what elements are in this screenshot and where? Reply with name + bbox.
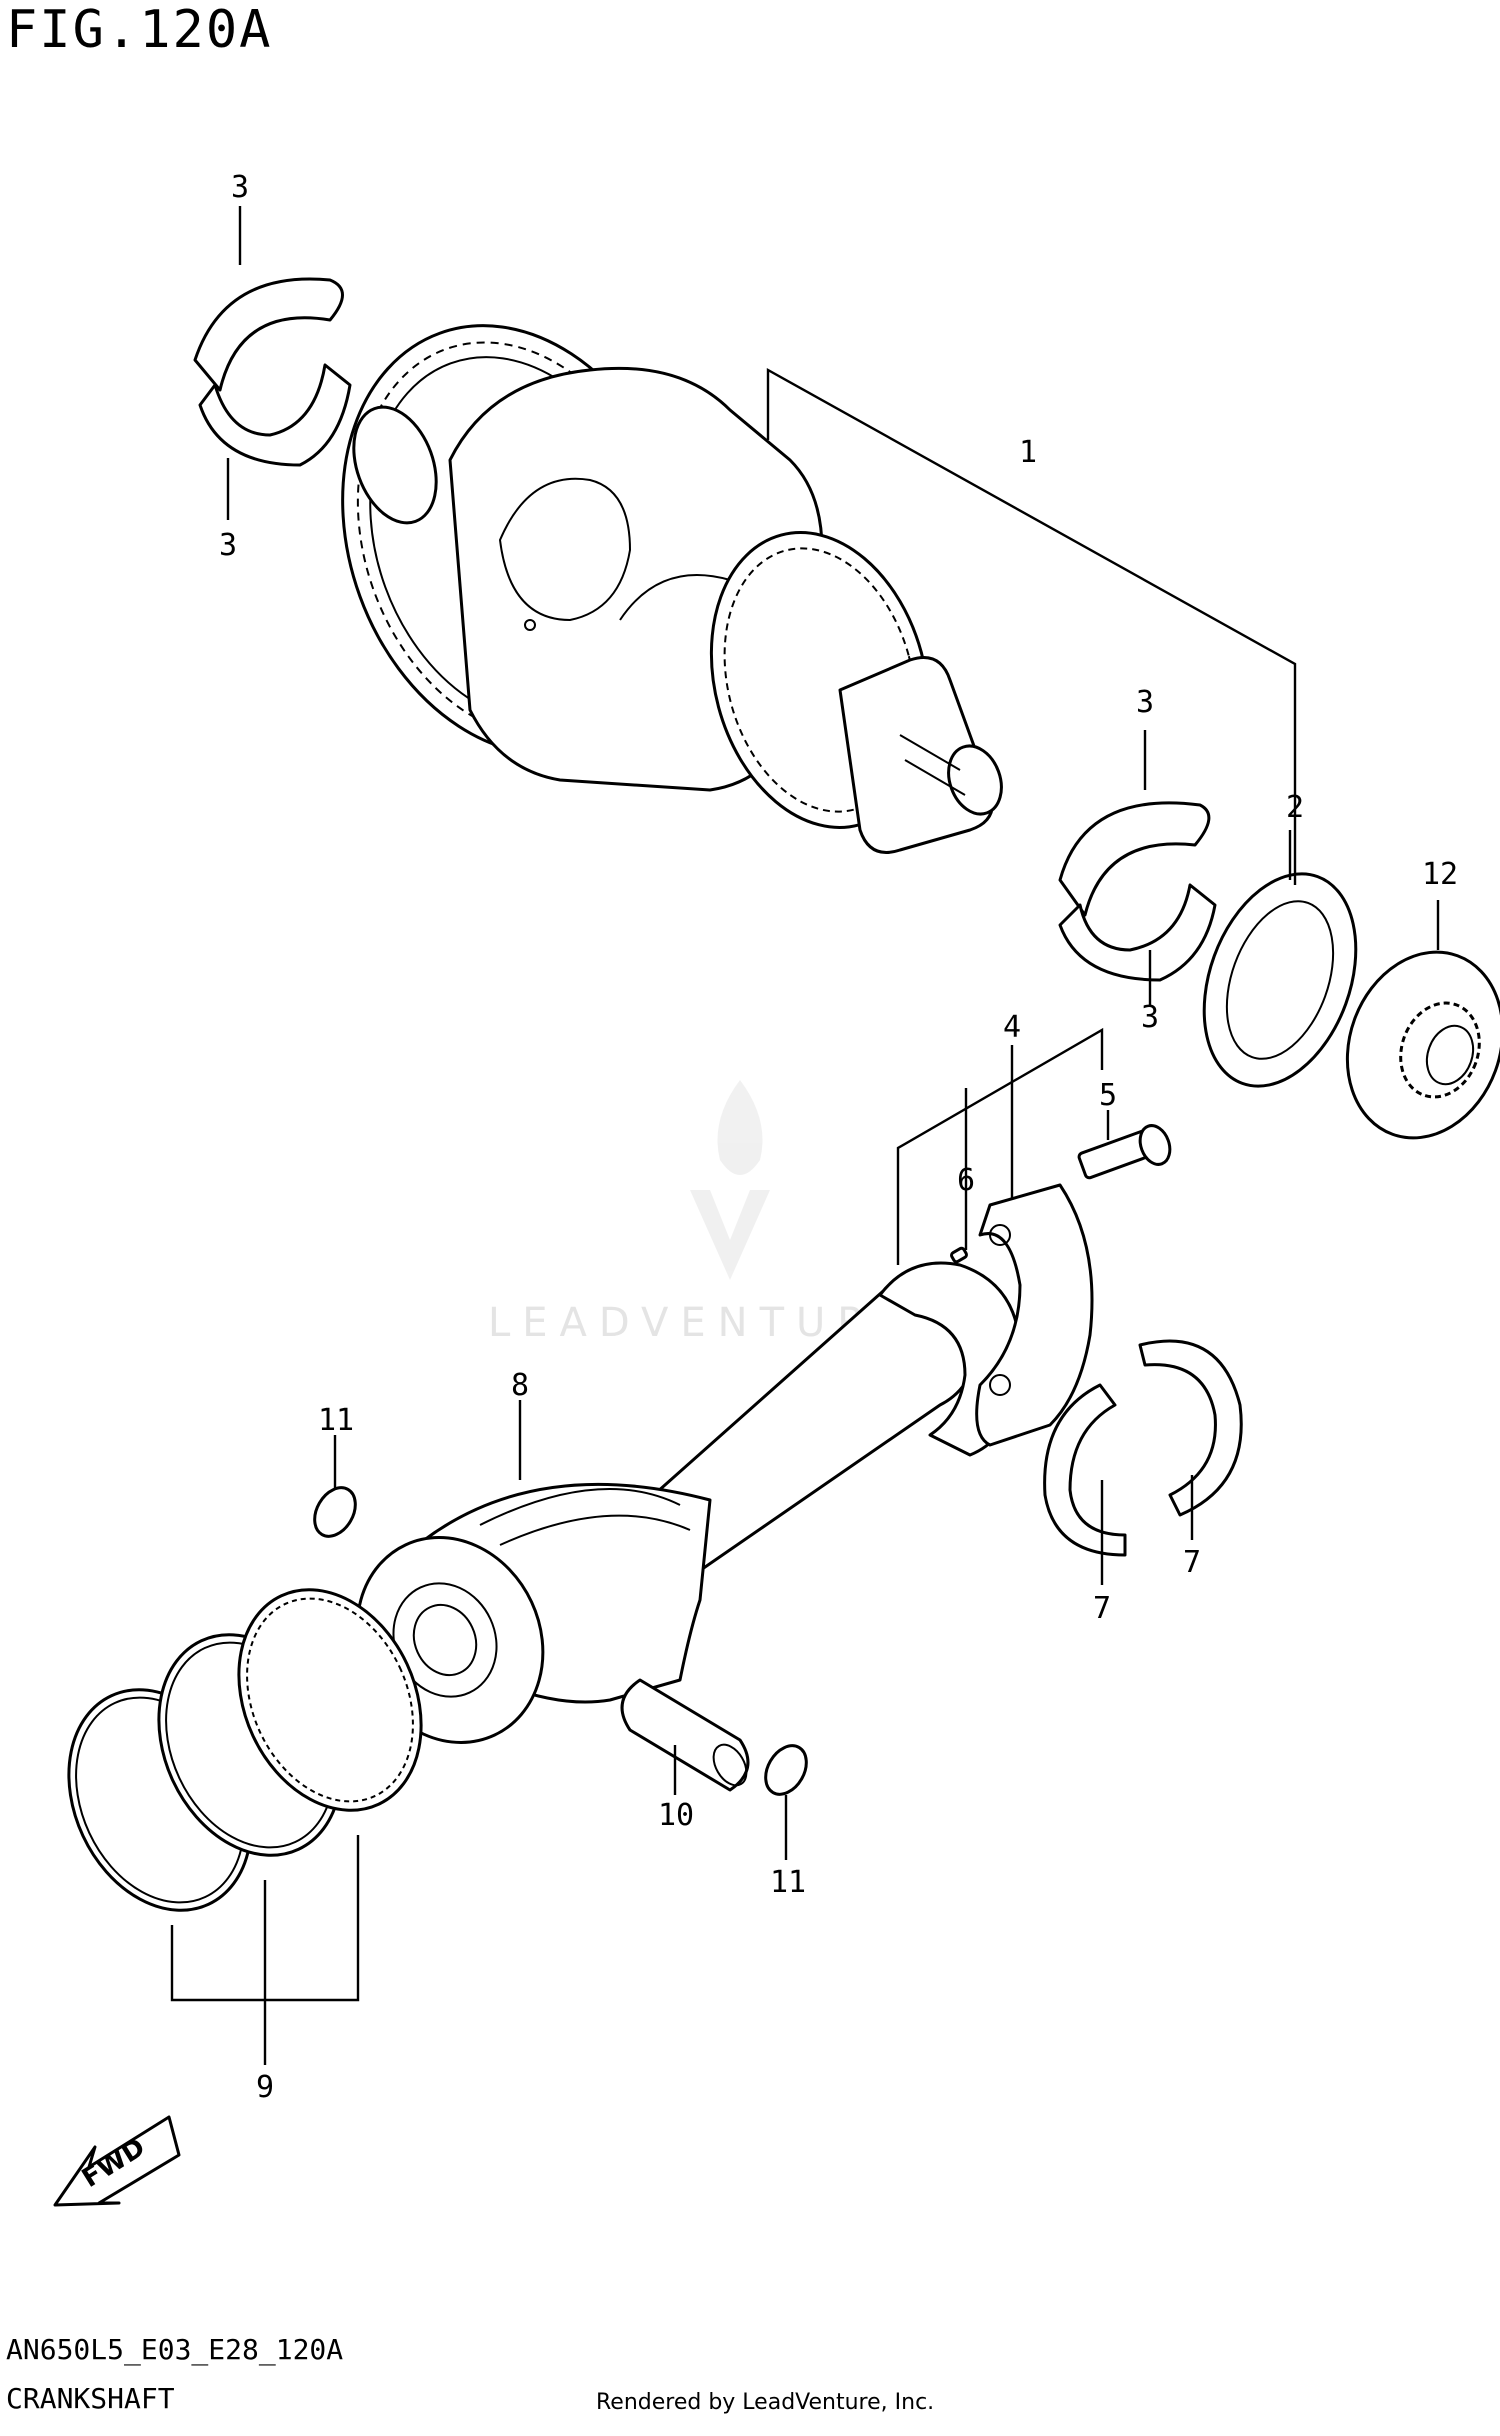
piston-pin[interactable] xyxy=(620,1678,753,1792)
conrod-bearing-upper[interactable] xyxy=(1138,1339,1243,1517)
callout-1: 1 xyxy=(1019,435,1037,470)
callout-3a: 3 xyxy=(231,170,249,205)
callout-5: 5 xyxy=(1099,1078,1117,1113)
crank-bearing-upper-left[interactable] xyxy=(193,277,352,467)
callout-8: 8 xyxy=(511,1368,529,1403)
crankshaft[interactable] xyxy=(285,277,1011,854)
callout-3c: 3 xyxy=(1136,685,1154,720)
connecting-rod-cap[interactable] xyxy=(975,1183,1094,1447)
primary-drive-gear[interactable] xyxy=(1322,930,1500,1160)
section-name: CRANKSHAFT xyxy=(6,2382,175,2415)
circlip-lower[interactable] xyxy=(757,1738,814,1801)
conrod-bolt[interactable] xyxy=(1077,1121,1175,1180)
callout-6: 6 xyxy=(957,1163,975,1198)
piston-ring-set[interactable] xyxy=(34,1560,455,1940)
callout-2: 2 xyxy=(1286,790,1304,825)
callout-3b: 3 xyxy=(219,528,237,563)
crank-bearing-right[interactable] xyxy=(1058,801,1217,982)
rendered-by-credit: Rendered by LeadVenture, Inc. xyxy=(596,2390,935,2415)
callout-11b: 11 xyxy=(770,1865,806,1900)
conrod-bearing-lower[interactable] xyxy=(1043,1383,1127,1557)
callout-4: 4 xyxy=(1003,1010,1021,1045)
callout-12: 12 xyxy=(1422,857,1458,892)
fwd-arrow-icon: FWD xyxy=(53,2115,181,2207)
circlip-upper[interactable] xyxy=(306,1480,363,1543)
callout-7b: 7 xyxy=(1183,1545,1201,1580)
dowel-pin[interactable] xyxy=(950,1246,968,1264)
callout-3d: 3 xyxy=(1141,1000,1159,1035)
leader-lines xyxy=(170,206,1440,2065)
callout-7a: 7 xyxy=(1093,1591,1111,1626)
model-code: AN650L5_E03_E28_120A xyxy=(6,2333,344,2366)
figure-title: FIG.120A xyxy=(6,0,273,60)
callout-9: 9 xyxy=(256,2070,274,2105)
thrust-washer[interactable] xyxy=(1177,853,1384,1108)
watermark-logo-icon xyxy=(690,1080,770,1280)
callout-10: 10 xyxy=(658,1798,694,1833)
callout-labels: 3 3 1 2 3 3 12 4 5 6 7 7 8 11 10 11 9 xyxy=(219,170,1458,2105)
callout-11a: 11 xyxy=(318,1403,354,1438)
